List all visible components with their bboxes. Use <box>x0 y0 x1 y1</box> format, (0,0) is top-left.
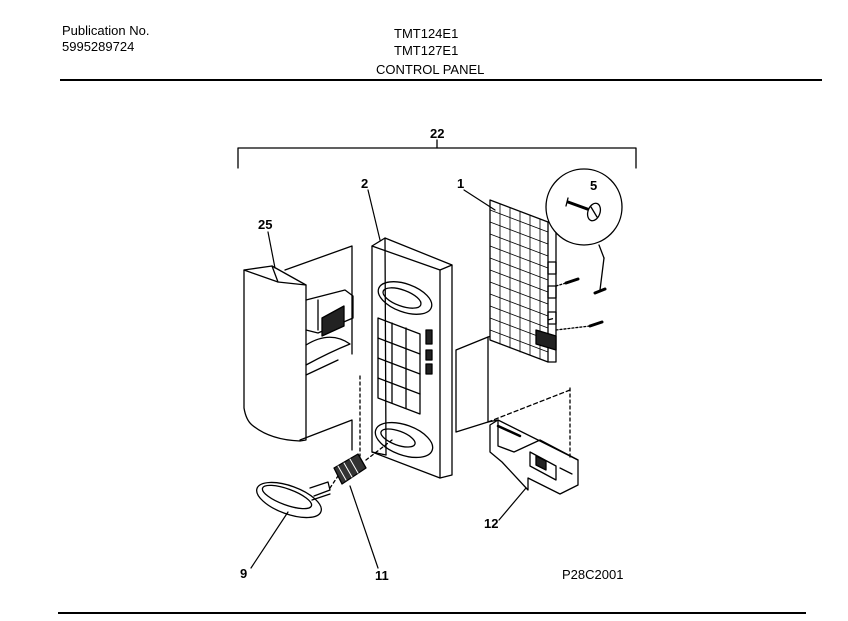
callout-5: 5 <box>590 178 597 193</box>
callout-22: 22 <box>430 126 444 141</box>
callout-25: 25 <box>258 217 272 232</box>
leader-lines <box>250 189 527 569</box>
callout-12: 12 <box>484 516 498 531</box>
publication-label: Publication No. <box>62 23 150 38</box>
keypad-grid <box>377 317 421 415</box>
publication-number: 5995289724 <box>62 39 135 54</box>
part-2-frame <box>359 237 453 479</box>
part-9-knob <box>256 475 339 519</box>
part-1-circuit-board <box>489 199 557 363</box>
callout-2: 2 <box>361 176 368 191</box>
section-title: CONTROL PANEL <box>376 62 485 77</box>
callout-11: 11 <box>375 568 389 583</box>
part-12-bracket <box>487 387 579 495</box>
part-11-spring <box>333 439 393 485</box>
assembly-bracket <box>237 139 637 169</box>
part-25-panel <box>243 245 354 451</box>
callout-9: 9 <box>240 566 247 581</box>
model-number-1: TMT124E1 <box>394 26 459 41</box>
footer-rule <box>58 612 806 614</box>
model-number-2: TMT127E1 <box>394 43 459 58</box>
header-rule <box>60 79 822 81</box>
part-5-screws <box>545 168 623 331</box>
drawing-code: P28C2001 <box>562 567 624 582</box>
callout-1: 1 <box>457 176 464 191</box>
